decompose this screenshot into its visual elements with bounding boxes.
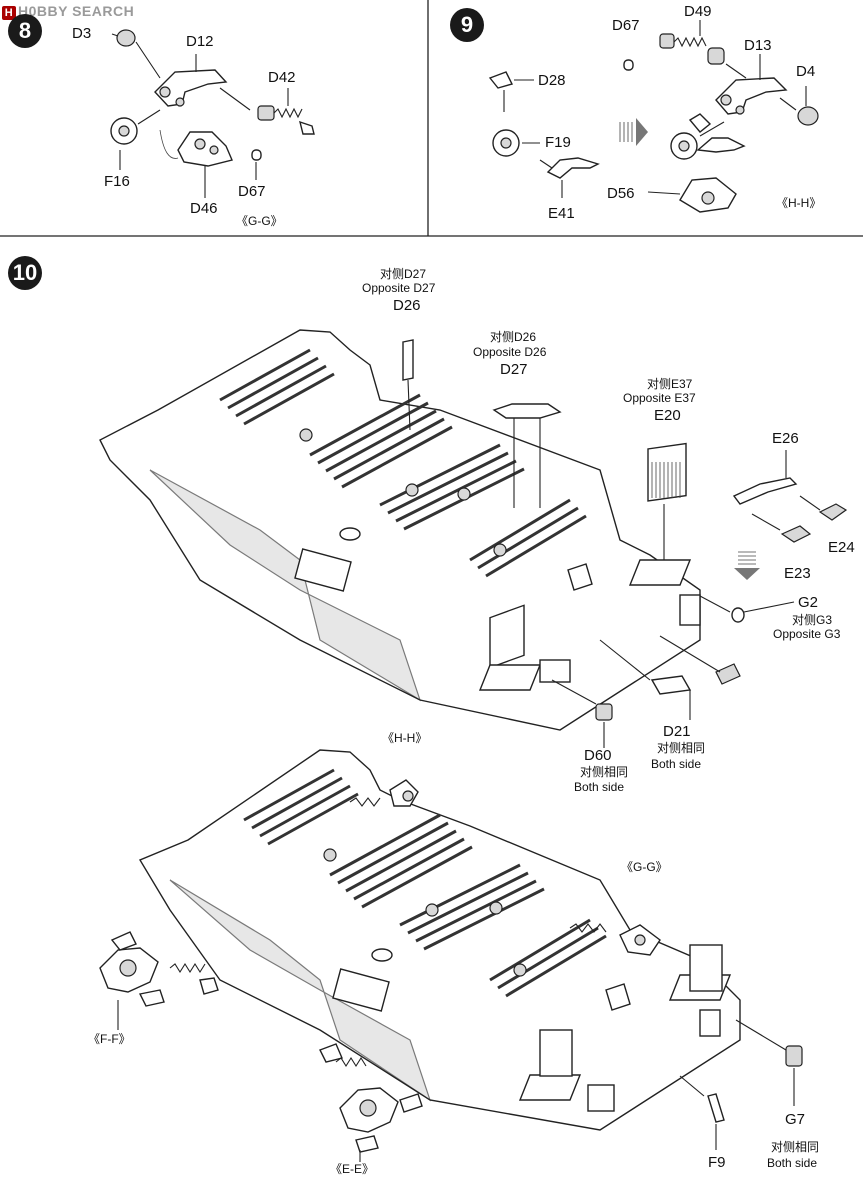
part-d27 [492,403,562,419]
direction-arrow-icon [619,118,648,146]
label-e24: E24 [828,539,855,556]
note-en-g7: Both side [767,1156,818,1170]
part-d42 [257,105,275,121]
note-en-d26: Opposite D27 [362,281,436,295]
suspension-ff [99,931,219,1007]
suspension-ee [319,1043,423,1153]
view-label-ff: 《F-F》 [88,1032,131,1046]
label-d26: D26 [393,297,421,314]
label-d3: D3 [72,25,92,42]
part-d67 [251,149,262,161]
part-d26 [402,339,414,381]
part-d13 [715,77,788,115]
part-e24 [818,503,848,521]
part-d60 [595,703,613,721]
part-d28 [488,71,514,89]
label-d60: D60 [584,747,612,764]
step-9-number: 9 [450,8,484,42]
part-d67-step9 [623,59,634,71]
label-d42: D42 [268,69,296,86]
note-en-d60: Both side [574,780,625,794]
label-f9: F9 [708,1154,726,1171]
note-cn-g2: 对侧G3 [792,613,833,627]
label-d13: D13 [744,37,772,54]
view-label-hh: 《H-H》 [382,731,428,745]
step9-assembly [488,20,819,213]
label-f16: F16 [104,173,130,190]
note-cn-d27: 对侧D26 [490,330,537,344]
step10-chassis-bottom [138,749,741,1131]
part-d3 [116,29,136,47]
part-e26 [732,477,798,505]
note-cn-e20: 对侧E37 [647,377,693,391]
part-d4 [797,106,819,126]
view-label-hh-step9: 《H-H》 [776,196,822,210]
note-en-g2: Opposite G3 [773,627,841,641]
step10-chassis-top [99,329,701,731]
label-f19: F19 [545,134,571,151]
note-en-e20: Opposite E37 [623,391,696,405]
label-e23: E23 [784,565,811,582]
view-label-gg-step8: 《G-G》 [236,214,283,228]
label-d56: D56 [607,185,635,202]
note-en-d27: Opposite D26 [473,345,547,359]
label-e41: E41 [548,205,575,222]
part-e41 [546,157,600,179]
label-d12: D12 [186,33,214,50]
view-label-gg: 《G-G》 [621,860,668,874]
watermark-text: H0BBY SEARCH [18,3,135,19]
label-d4: D4 [796,63,816,80]
label-d27: D27 [500,361,528,378]
step8-assembly [110,29,315,198]
note-cn-d21: 对侧相同 [657,741,706,755]
label-e26: E26 [772,430,799,447]
step-8-number: 8 [8,14,42,48]
step-10-number: 10 [8,256,42,290]
note-cn-d26: 对侧D27 [380,267,427,281]
logo-icon: H [2,6,16,20]
down-arrow-icon [734,551,760,580]
note-en-d21: Both side [651,757,702,771]
part-d12 [154,69,228,107]
note-cn-d60: 对侧相同 [580,765,629,779]
label-g7: G7 [785,1111,806,1128]
suspension-gg [569,923,661,956]
label-d28: D28 [538,72,566,89]
part-g7 [785,1045,803,1067]
bottom-engine-deck-grills [243,768,607,998]
note-cn-g7: 对侧相同 [771,1140,820,1154]
suspension-hh [349,779,419,807]
label-g2: G2 [798,594,819,611]
part-f9 [707,1093,725,1123]
part-e23 [780,525,812,543]
label-d67-step9: D67 [612,17,640,34]
label-e20: E20 [654,407,681,424]
part-e20 [647,442,687,502]
view-label-ee: 《E-E》 [330,1162,375,1176]
part-d46 [177,131,233,167]
label-d67: D67 [238,183,266,200]
label-d21: D21 [663,723,691,740]
part-d49 [659,33,675,49]
part-g2 [731,607,745,623]
part-d21 [650,675,692,695]
label-d46: D46 [190,200,218,217]
label-d49: D49 [684,3,712,20]
